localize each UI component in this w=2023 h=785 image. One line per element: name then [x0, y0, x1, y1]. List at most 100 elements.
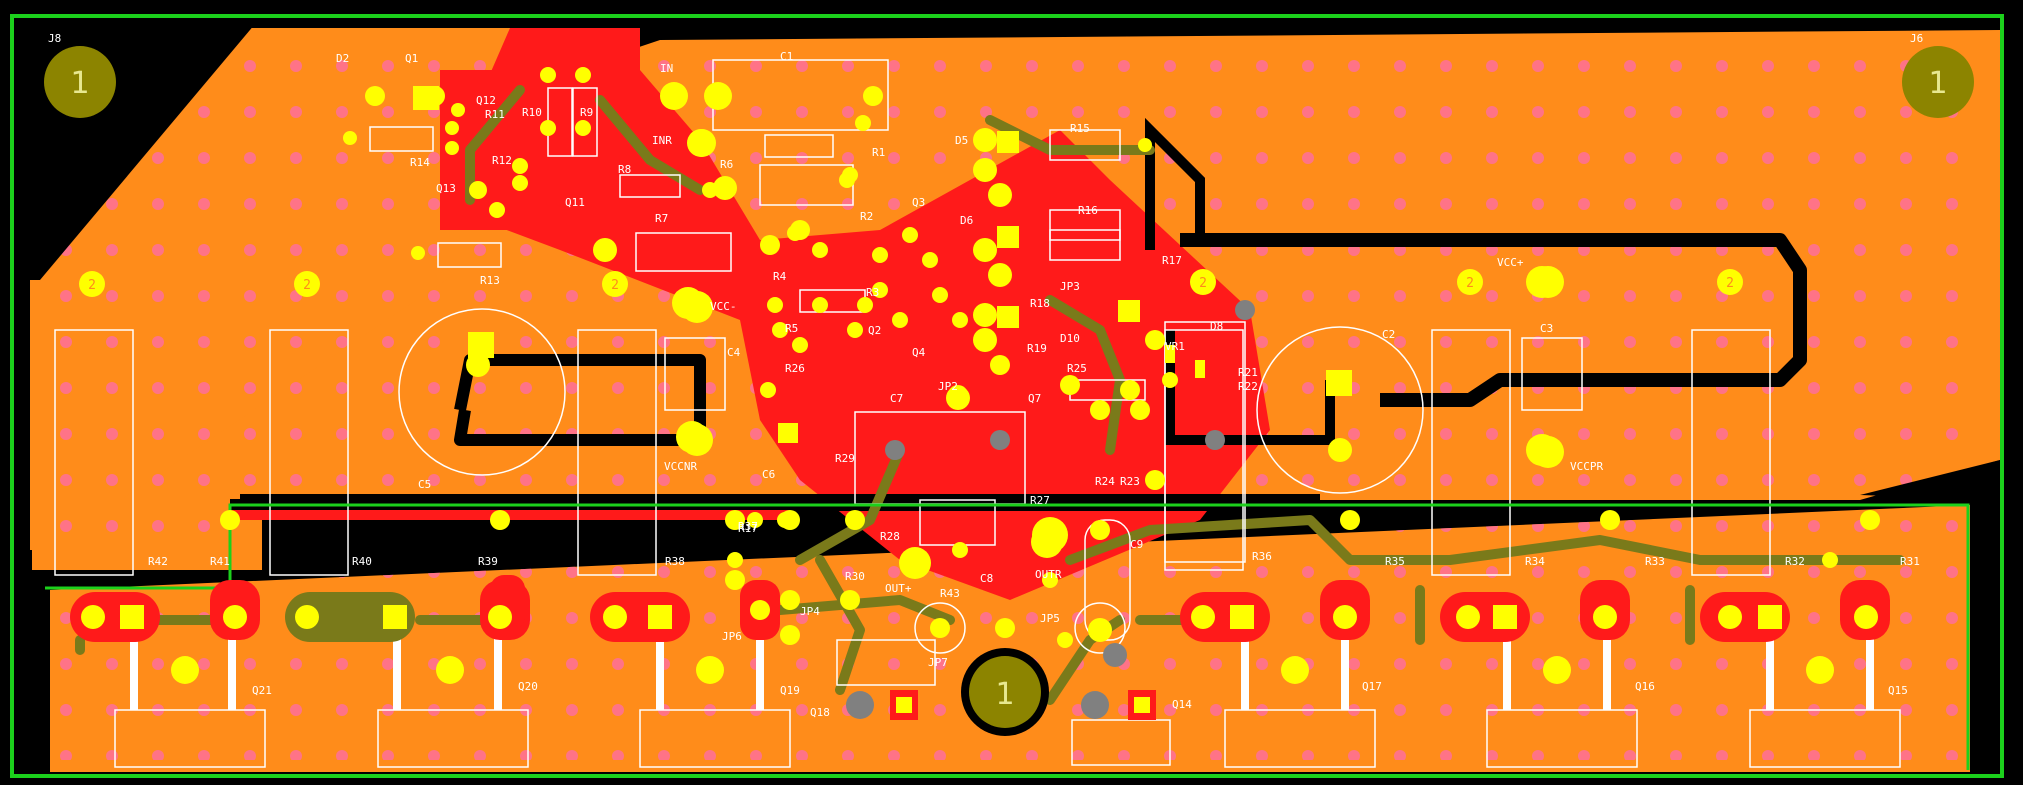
svg-text:R19: R19 — [1027, 342, 1047, 355]
svg-text:R23: R23 — [1120, 475, 1140, 488]
svg-text:2: 2 — [611, 278, 619, 293]
svg-text:R2: R2 — [860, 210, 873, 223]
svg-text:Q20: Q20 — [518, 680, 538, 693]
svg-text:Q19: Q19 — [780, 684, 800, 697]
svg-text:VCCPR: VCCPR — [1570, 460, 1603, 473]
svg-text:1: 1 — [70, 66, 89, 101]
svg-text:R29: R29 — [835, 452, 855, 465]
trace-vcc-plus — [1180, 233, 1807, 407]
svg-text:R41: R41 — [210, 555, 230, 568]
svg-text:2: 2 — [303, 278, 311, 293]
svg-text:R22: R22 — [1238, 380, 1258, 393]
svg-text:2: 2 — [1199, 276, 1207, 291]
svg-text:D8: D8 — [1210, 320, 1223, 333]
svg-text:1: 1 — [995, 677, 1014, 712]
svg-text:R17: R17 — [738, 522, 758, 535]
svg-text:1: 1 — [1928, 66, 1947, 101]
svg-text:R18: R18 — [1030, 297, 1050, 310]
svg-text:Q11: Q11 — [565, 196, 585, 209]
svg-text:R27: R27 — [1030, 494, 1050, 507]
net-labels: VCC+ VCC- VCCNR VCCPR IN INR OUT+ OUTR — [652, 62, 1603, 595]
svg-text:C6: C6 — [762, 468, 775, 481]
svg-text:2: 2 — [88, 278, 96, 293]
bottom-pad-pairs — [70, 575, 1890, 642]
q18-q14-pads — [846, 300, 1255, 720]
svg-text:R9: R9 — [580, 106, 593, 119]
numbered-pads: 2 2 2 2 2 2 — [79, 269, 1743, 297]
svg-text:C8: C8 — [980, 572, 993, 585]
silkscreen-outlines — [54, 59, 1901, 768]
svg-text:Q2: Q2 — [868, 324, 881, 337]
svg-text:R39: R39 — [478, 555, 498, 568]
svg-text:D10: D10 — [1060, 332, 1080, 345]
square-pads — [413, 86, 1352, 443]
svg-text:R12: R12 — [492, 154, 512, 167]
svg-text:R37: R37 — [738, 520, 758, 533]
svg-text:R3: R3 — [866, 286, 879, 299]
svg-text:C9: C9 — [1130, 538, 1143, 551]
svg-text:R36: R36 — [1252, 550, 1272, 563]
test-points — [672, 129, 1564, 579]
svg-text:INR: INR — [652, 134, 672, 147]
svg-text:R8: R8 — [618, 163, 631, 176]
svg-text:Q17: Q17 — [1362, 680, 1382, 693]
svg-text:R32: R32 — [1785, 555, 1805, 568]
svg-text:Q3: Q3 — [912, 196, 925, 209]
svg-text:R35: R35 — [1385, 555, 1405, 568]
svg-text:Q1: Q1 — [405, 52, 418, 65]
svg-text:R7: R7 — [655, 212, 668, 225]
svg-text:R21: R21 — [1238, 366, 1258, 379]
svg-text:JP7: JP7 — [928, 656, 948, 669]
svg-text:IN: IN — [660, 62, 673, 75]
svg-text:Q15: Q15 — [1888, 684, 1908, 697]
svg-text:VCC-: VCC- — [710, 300, 737, 313]
svg-text:Q13: Q13 — [436, 182, 456, 195]
svg-text:C4: C4 — [727, 346, 741, 359]
svg-text:JP4: JP4 — [800, 605, 820, 618]
svg-text:R11: R11 — [485, 108, 505, 121]
svg-text:R42: R42 — [148, 555, 168, 568]
svg-text:R1: R1 — [872, 146, 885, 159]
svg-text:R26: R26 — [785, 362, 805, 375]
svg-text:Q14: Q14 — [1172, 698, 1192, 711]
svg-text:R33: R33 — [1645, 555, 1665, 568]
label-j6: J6 — [1910, 32, 1923, 45]
svg-text:Q18: Q18 — [810, 706, 830, 719]
svg-text:C2: C2 — [1382, 328, 1395, 341]
svg-text:VCCNR: VCCNR — [664, 460, 697, 473]
svg-text:R28: R28 — [880, 530, 900, 543]
svg-text:R30: R30 — [845, 570, 865, 583]
svg-text:C5: C5 — [418, 478, 431, 491]
svg-text:D2: D2 — [336, 52, 349, 65]
svg-text:D5: D5 — [955, 134, 968, 147]
svg-text:Q21: Q21 — [252, 684, 272, 697]
svg-text:JP2: JP2 — [938, 380, 958, 393]
svg-text:R31: R31 — [1900, 555, 1920, 568]
svg-text:Q7: Q7 — [1028, 392, 1041, 405]
outline-inner — [45, 503, 1970, 770]
svg-text:OUT+: OUT+ — [885, 582, 912, 595]
svg-text:R13: R13 — [480, 274, 500, 287]
svg-text:C1: C1 — [780, 50, 793, 63]
svg-text:R15: R15 — [1070, 122, 1090, 135]
svg-text:R43: R43 — [940, 587, 960, 600]
svg-text:C3: C3 — [1540, 322, 1553, 335]
label-j8: J8 — [48, 32, 61, 45]
svg-text:R14: R14 — [410, 156, 430, 169]
svg-text:R24: R24 — [1095, 475, 1115, 488]
svg-text:R4: R4 — [773, 270, 787, 283]
svg-text:VR1: VR1 — [1165, 340, 1185, 353]
svg-text:C7: C7 — [890, 392, 903, 405]
svg-text:Q16: Q16 — [1635, 680, 1655, 693]
svg-text:JP3: JP3 — [1060, 280, 1080, 293]
svg-text:2: 2 — [1466, 276, 1474, 291]
svg-text:R5: R5 — [785, 322, 798, 335]
svg-text:R38: R38 — [665, 555, 685, 568]
svg-text:JP5: JP5 — [1040, 612, 1060, 625]
svg-text:Q12: Q12 — [476, 94, 496, 107]
clearance-top-right — [1860, 460, 2000, 500]
svg-text:R6: R6 — [720, 158, 733, 171]
svg-text:2: 2 — [1726, 276, 1734, 291]
svg-text:R10: R10 — [522, 106, 542, 119]
